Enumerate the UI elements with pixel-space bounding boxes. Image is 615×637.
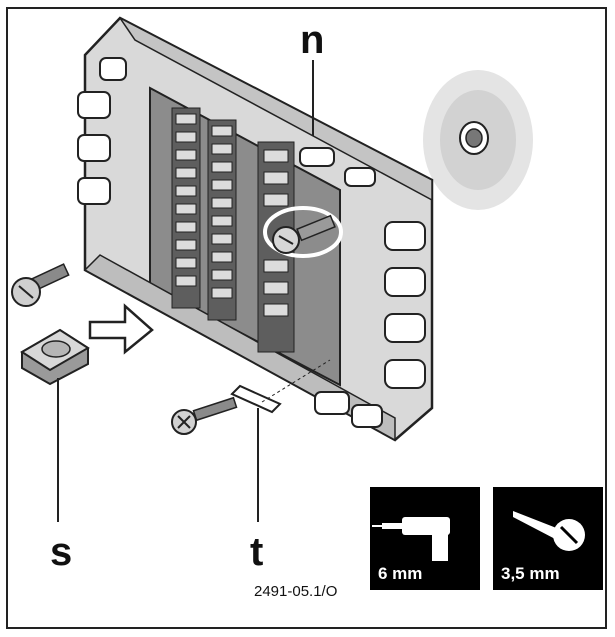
- drill-icon: [372, 517, 450, 561]
- callout-label-s: s: [50, 530, 73, 574]
- callout-label-n: n: [300, 18, 325, 62]
- screw-size-label: 3,5 mm: [501, 564, 560, 583]
- screw-spec-box: 3,5 mm: [493, 487, 603, 590]
- diagram-frame: [6, 7, 607, 629]
- part-t-strap: [171, 359, 331, 522]
- part-s-cap: [20, 328, 90, 522]
- highlighted-fixing-screw: [263, 206, 343, 258]
- screw-icon: [513, 511, 585, 551]
- reference-code: 2491-05.1/O: [254, 583, 338, 600]
- junction-box-housing: [77, 16, 434, 442]
- callout-label-t: t: [250, 530, 264, 574]
- side-screw: [11, 263, 70, 307]
- drill-size-label: 6 mm: [378, 564, 423, 583]
- drill-spec-box: 6 mm: [370, 487, 480, 590]
- insert-arrow: [88, 303, 154, 355]
- wall-plug-hole: [423, 70, 533, 210]
